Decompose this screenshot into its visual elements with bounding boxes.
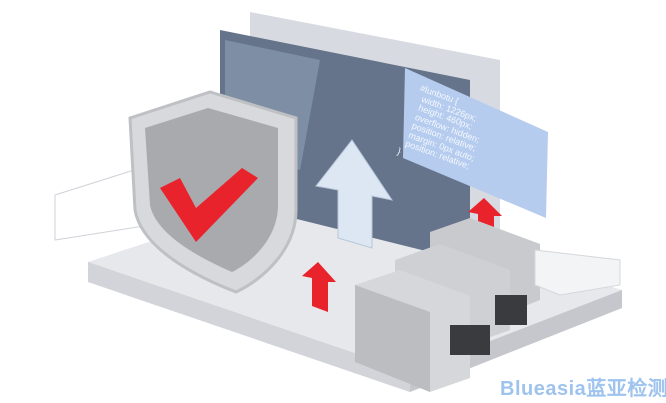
red-up-arrow-icon	[302, 262, 336, 312]
platform-edge	[88, 262, 410, 392]
shield-inner	[145, 108, 278, 272]
watermark: Blueasia蓝亚检测	[500, 378, 666, 400]
checkmark-icon	[160, 168, 258, 242]
code-panel	[403, 68, 548, 218]
flat-card	[534, 249, 621, 296]
glass-up-arrow-icon	[315, 139, 394, 249]
server-rack	[355, 218, 540, 392]
